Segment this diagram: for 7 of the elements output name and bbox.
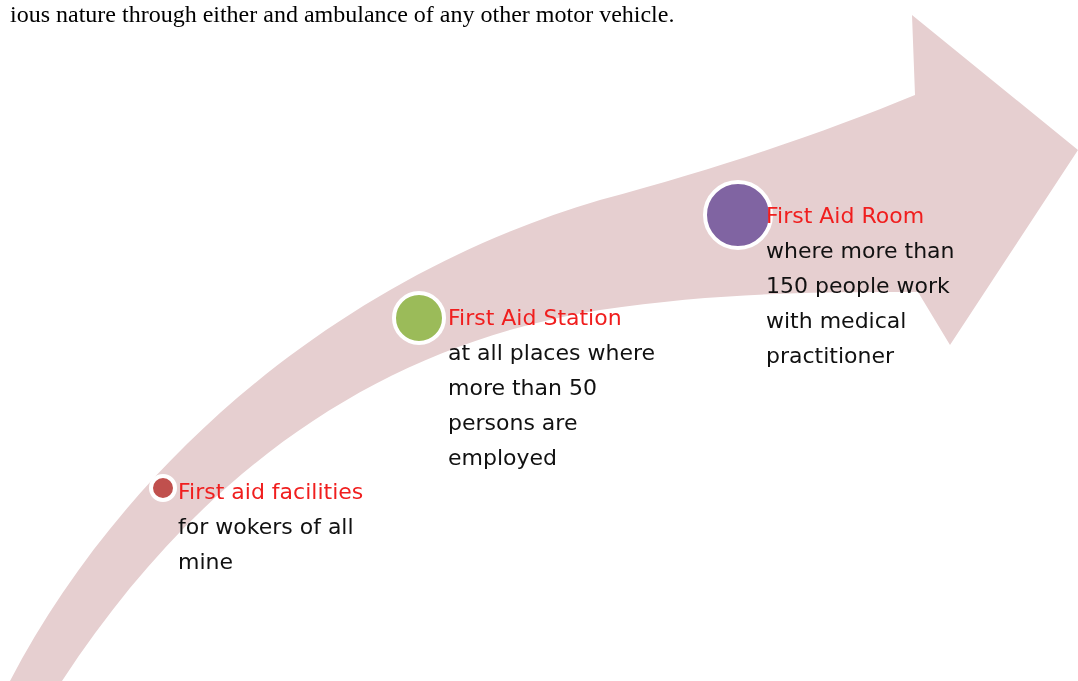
milestone-description: where more than 150 people work with medical practitioner xyxy=(766,237,956,370)
body-text: ious nature through either and ambulance of any other motor vehicle. xyxy=(10,0,675,28)
milestone-description: for wokers of all mine xyxy=(178,513,355,576)
milestone-title: First aid facilities xyxy=(178,478,365,506)
milestone-title: First Aid Station xyxy=(448,304,623,332)
milestone-title: First Aid Room xyxy=(766,202,926,230)
milestone-description: at all places where more than 50 persons are employed xyxy=(448,339,656,472)
